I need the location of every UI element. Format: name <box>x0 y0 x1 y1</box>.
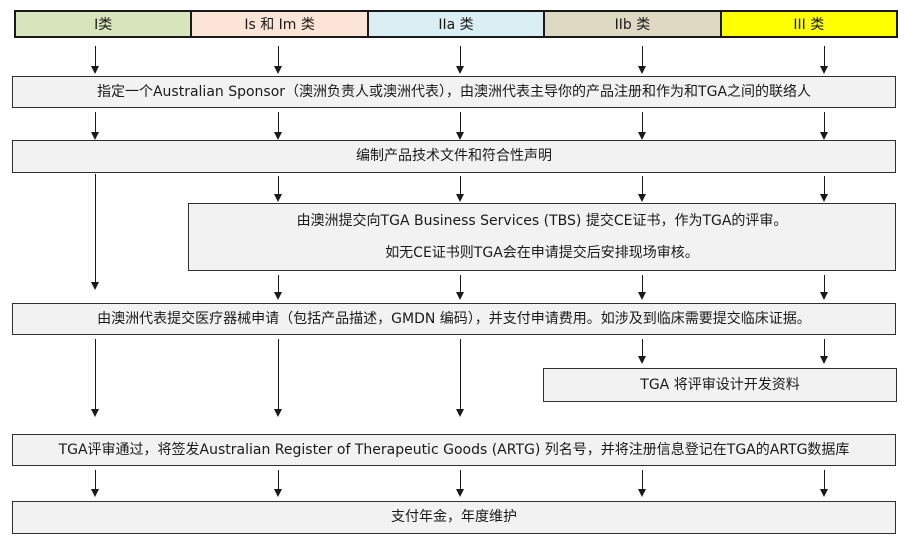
flow-arrow-down <box>91 470 99 497</box>
flow-arrow-down <box>91 46 99 74</box>
step-ce-certificate-box: 由澳洲提交向TGA Business Services (TBS) 提交CE证书… <box>188 203 896 271</box>
category-label: I类 <box>94 17 113 33</box>
flow-arrow-down <box>638 275 646 300</box>
flow-arrow-down <box>638 112 646 140</box>
flow-arrow-down <box>274 112 282 140</box>
step-text: TGA评审通过，将签发Australian Register of Therap… <box>58 441 850 458</box>
step-text: 指定一个Australian Sponsor（澳洲负责人或澳洲代表），由澳洲代表… <box>96 83 812 100</box>
flow-arrow-down <box>820 470 828 497</box>
flow-arrow-down <box>274 470 282 497</box>
flow-arrow-down <box>91 112 99 140</box>
flow-arrow-down <box>820 46 828 74</box>
step-annual-fee-box: 支付年金，年度维护 <box>12 501 896 534</box>
flow-arrow-down <box>456 46 464 74</box>
flow-arrow-down <box>820 112 828 140</box>
step-text: 由澳洲代表提交医疗器械申请（包括产品描述，GMDN 编码），并支付申请费用。如涉… <box>97 310 811 327</box>
flow-arrow-down-bypass <box>456 339 464 417</box>
flow-arrow-down <box>820 176 828 202</box>
category-label: III 类 <box>793 17 825 33</box>
category-header-class-iii: III 类 <box>719 12 897 36</box>
step-technical-file-box: 编制产品技术文件和符合性声明 <box>12 140 896 173</box>
step-submit-application-box: 由澳洲代表提交医疗器械申请（包括产品描述，GMDN 编码），并支付申请费用。如涉… <box>12 303 896 335</box>
flow-arrow-down <box>456 112 464 140</box>
category-header-class-i: I类 <box>16 12 191 36</box>
step-design-review-box: TGA 将评审设计开发资料 <box>543 368 897 402</box>
flow-arrow-down <box>820 339 828 364</box>
flow-arrow-down-bypass <box>91 339 99 417</box>
category-label: IIa 类 <box>438 17 474 33</box>
flow-arrow-down <box>274 176 282 202</box>
flow-arrow-down-bypass <box>91 174 99 290</box>
step-artg-listing-box: TGA评审通过，将签发Australian Register of Therap… <box>12 434 896 466</box>
flow-arrow-down <box>274 275 282 300</box>
flow-arrow-down <box>638 470 646 497</box>
category-header-class-iia: IIa 类 <box>366 12 544 36</box>
step-text: 如无CE证书则TGA会在申请提交后安排现场审核。 <box>385 244 699 261</box>
step-text: 由澳洲提交向TGA Business Services (TBS) 提交CE证书… <box>296 213 788 230</box>
flow-arrow-down <box>638 46 646 74</box>
flow-arrow-down <box>638 176 646 202</box>
flow-arrow-down <box>456 470 464 497</box>
category-header-class-is-im: Is 和 Im 类 <box>190 12 367 36</box>
step-appoint-sponsor-box: 指定一个Australian Sponsor（澳洲负责人或澳洲代表），由澳洲代表… <box>12 76 896 108</box>
flow-arrow-down-bypass <box>274 339 282 417</box>
category-header-class-iib: IIb 类 <box>543 12 720 36</box>
category-label: IIb 类 <box>614 17 651 33</box>
step-text: TGA 将评审设计开发资料 <box>640 376 800 393</box>
device-class-header-row: I类 Is 和 Im 类 IIa 类 IIb 类 III 类 <box>14 10 898 38</box>
flow-arrow-down <box>274 46 282 74</box>
flow-arrow-down <box>456 176 464 202</box>
step-text: 支付年金，年度维护 <box>391 509 517 526</box>
flow-arrow-down <box>820 275 828 300</box>
category-label: Is 和 Im 类 <box>244 17 315 33</box>
flow-arrow-down <box>456 275 464 300</box>
flow-arrow-down <box>638 339 646 364</box>
step-text: 编制产品技术文件和符合性声明 <box>356 148 552 165</box>
